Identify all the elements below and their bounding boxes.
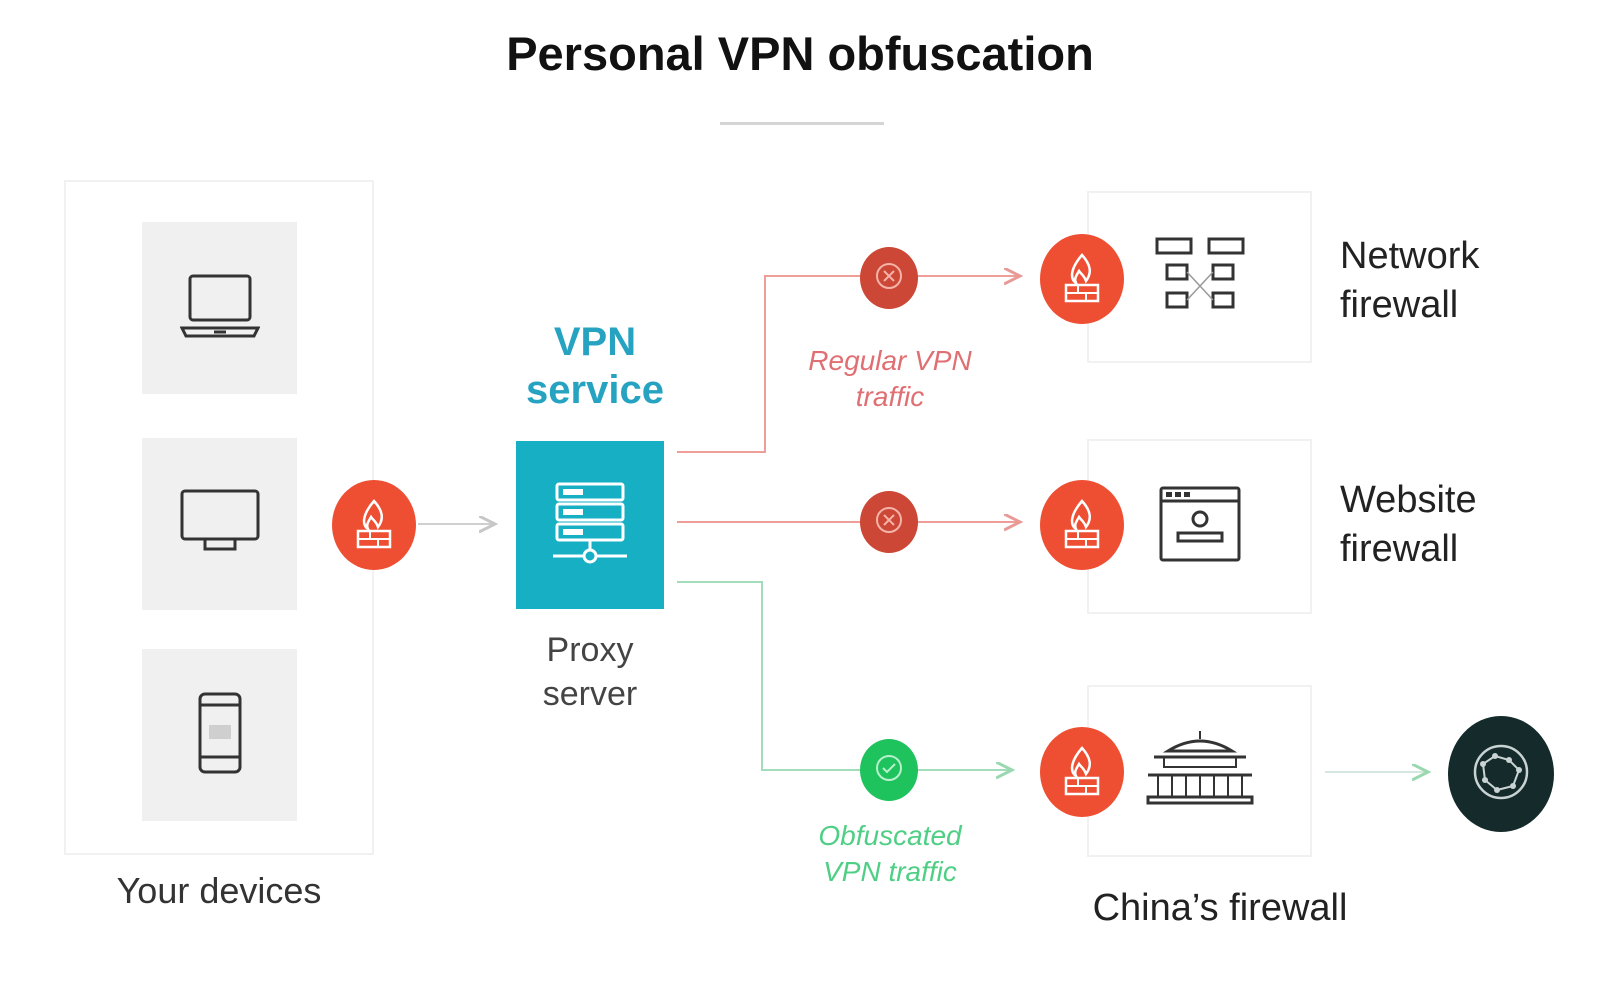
website-firewall-line2: firewall — [1340, 527, 1459, 570]
laptop-tile — [142, 222, 297, 394]
phone-icon — [197, 691, 243, 780]
obfuscated-traffic-line — [677, 581, 1012, 770]
website-firewall-panel — [1087, 439, 1312, 614]
firewall-icon — [1062, 251, 1102, 308]
monitor-icon — [179, 487, 261, 562]
firewall-icon — [1062, 497, 1102, 554]
phone-tile — [142, 649, 297, 821]
device-firewall-circle — [332, 480, 416, 570]
website-firewall-circle — [1040, 480, 1124, 570]
palace-icon — [1144, 729, 1256, 814]
website-firewall-line1: Website — [1340, 479, 1477, 521]
proxy-label-line2: server — [542, 675, 638, 714]
vpn-label-line2: service — [526, 368, 664, 412]
china-firewall-panel — [1087, 685, 1312, 857]
server-icon — [551, 480, 629, 571]
diagram-title: Personal VPN obfuscation — [506, 27, 1094, 80]
check-icon — [874, 753, 904, 788]
firewall-icon — [354, 497, 394, 554]
china-firewall-label: China’s firewall — [1092, 887, 1348, 929]
network-firewall-label: Network firewall — [1340, 232, 1479, 329]
obfuscated-traffic-line1: Obfuscated — [818, 820, 962, 851]
network-firewall-panel — [1087, 191, 1312, 363]
network-firewall-line2: firewall — [1340, 283, 1459, 326]
vpn-label-line1: VPN — [553, 320, 637, 364]
internet-globe-circle — [1448, 716, 1554, 832]
regular-traffic-line2: traffic — [855, 381, 925, 413]
globe-icon — [1469, 740, 1533, 809]
proxy-label-line1: Proxy — [546, 631, 634, 669]
proxy-server-label: Proxy server — [510, 628, 670, 716]
allowed-node — [860, 739, 918, 801]
title-underline — [720, 122, 884, 125]
china-firewall-circle — [1040, 727, 1124, 817]
laptop-icon — [179, 270, 260, 347]
blocked-node-top — [860, 247, 918, 309]
regular-traffic-line1: Regular VPN — [808, 345, 972, 376]
network-firewall-circle — [1040, 234, 1124, 324]
network-firewall-line1: Network — [1340, 235, 1480, 277]
devices-label: Your devices — [116, 870, 322, 911]
obfuscated-traffic-line2: VPN traffic — [823, 856, 957, 888]
monitor-tile — [142, 438, 297, 610]
firewall-icon — [1062, 744, 1102, 801]
obfuscated-traffic-label: Obfuscated VPN traffic — [780, 818, 1000, 891]
blocked-icon — [874, 505, 904, 540]
regular-traffic-label: Regular VPN traffic — [780, 343, 1000, 416]
website-firewall-label: Website firewall — [1340, 476, 1477, 573]
network-icon — [1153, 235, 1247, 320]
browser-icon — [1158, 485, 1242, 568]
blocked-node-middle — [860, 491, 918, 553]
blocked-icon — [874, 261, 904, 296]
vpn-service-label: VPN service — [500, 318, 690, 414]
proxy-server-box — [516, 441, 664, 609]
